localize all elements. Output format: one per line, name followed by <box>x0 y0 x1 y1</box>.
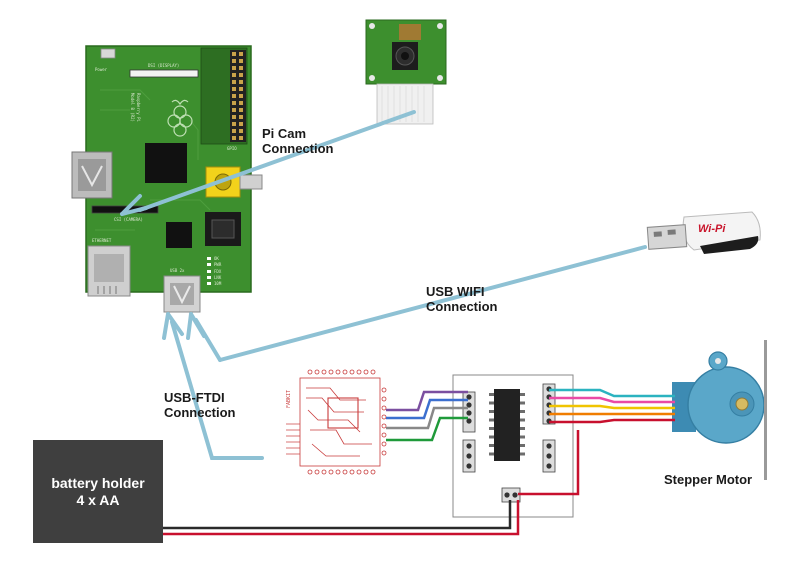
picam-connection-label: Pi Cam Connection <box>262 126 334 156</box>
usb-ftdi-label-line2: Connection <box>164 405 236 420</box>
usb-label: USB 2x <box>170 268 185 273</box>
dsi-display-connector <box>129 69 199 78</box>
power-label: Power <box>95 67 108 72</box>
stepper-motor-label: Stepper Motor <box>664 472 753 487</box>
connection-lines <box>120 110 647 460</box>
led-10m-label: 10M <box>214 281 222 286</box>
raspberry-pi-board: Power DSI (DISPLAY) Raspberry Pi Model B… <box>71 45 263 313</box>
svg-text:FABKIT: FABKIT <box>286 390 292 408</box>
wire-bundle <box>163 388 675 536</box>
raspberry-logo-icon <box>167 99 193 137</box>
soc-chip <box>145 143 187 183</box>
pi-camera-module <box>365 19 447 125</box>
controller-pcb-layout: FABKIT <box>286 369 387 475</box>
usb-ftdi-label-line1: USB-FTDI <box>164 390 225 405</box>
usb-port: USB 2x <box>163 268 201 313</box>
battery-holder-box: battery holder 4 x AA <box>33 440 163 543</box>
led-pwr-label: PWR <box>214 262 222 267</box>
usb-wifi-label-line1: USB WIFI <box>426 284 485 299</box>
ethernet-label: ETHERNET <box>92 238 112 243</box>
lan-chip <box>166 222 192 248</box>
usb-wifi-label-line2: Connection <box>426 299 498 314</box>
micro-usb-power-connector <box>100 48 116 59</box>
led-ok-label: OK <box>214 256 219 261</box>
picam-label-line1: Pi Cam <box>262 126 307 141</box>
dsi-label: DSI (DISPLAY) <box>148 63 179 68</box>
picam-label-line2: Connection <box>262 141 334 156</box>
ethernet-port: ETHERNET <box>87 238 131 297</box>
led-lnk-label: LNK <box>214 275 222 280</box>
usb-ftdi-connection-label: USB-FTDI Connection <box>164 390 236 420</box>
audio-jack <box>205 212 241 246</box>
status-leds: OK PWR FDX LNK 10M <box>207 256 222 286</box>
stepper-motor <box>672 340 767 480</box>
battery-label-line1: battery holder <box>51 474 145 491</box>
csi-label: CSI (CAMERA) <box>114 217 143 222</box>
led-fdx-label: FDX <box>214 269 222 274</box>
battery-label-line2: 4 x AA <box>76 491 120 508</box>
wi-pi-usb-dongle: Wi-Pi <box>646 211 761 254</box>
uln2003-chip <box>494 389 520 461</box>
dongle-brand-text: Wi-Pi <box>698 223 726 235</box>
model-label-2: Model B (R2) <box>130 93 135 122</box>
hdmi-port <box>71 151 113 199</box>
stepper-driver-board <box>452 374 574 518</box>
usb-wifi-connection-label: USB WIFI Connection <box>426 284 498 314</box>
gpio-header: GPIO <box>200 47 248 151</box>
model-label-1: Raspberry Pi <box>136 93 141 122</box>
gpio-label: GPIO <box>227 146 237 151</box>
